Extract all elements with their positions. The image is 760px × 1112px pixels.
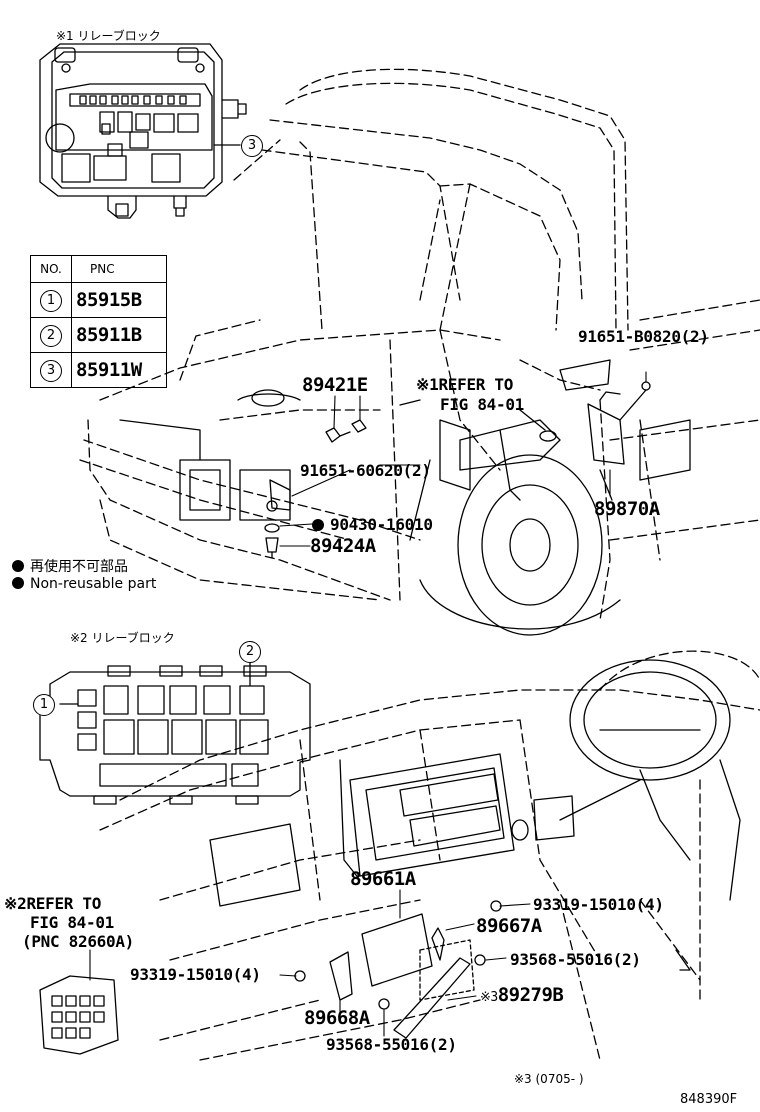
- label-refer1-line2: FIG 84-01: [440, 395, 524, 414]
- label-90430-16010: 90430-16010: [312, 516, 433, 534]
- pnc-table: NO. PNC 1 85915B 2 85911B 3 85911W: [30, 255, 167, 388]
- label-refer2-line3: (PNC 82660A): [22, 932, 134, 951]
- relay-block-1-caption: ※1 リレーブロック: [56, 29, 161, 43]
- non-reusable-icon: [312, 519, 324, 531]
- label-89870a: 89870A: [594, 498, 660, 520]
- legend-en-text: Non-reusable part: [30, 576, 157, 592]
- label-89668a: 89668A: [304, 1007, 370, 1029]
- row-pnc: 85915B: [71, 282, 167, 318]
- bullet-icon: [12, 560, 24, 572]
- legend-en: Non-reusable part: [12, 576, 156, 592]
- label-91651-b0820: 91651-B0820(2): [578, 327, 709, 346]
- row-number: 3: [40, 359, 62, 382]
- label-refer1-line1: ※1REFER TO: [416, 375, 514, 394]
- pnc-table-header: NO. PNC: [30, 255, 167, 283]
- row-number: 1: [40, 289, 62, 312]
- relay-block-2-drawing: [39, 659, 311, 805]
- relay-block-2-callout-2: 2: [239, 641, 261, 663]
- table-row: 3 85911W: [30, 352, 167, 388]
- header-pnc: PNC: [71, 255, 167, 283]
- legend-jp: 再使用不可部品: [12, 556, 128, 576]
- row-pnc: 85911B: [71, 317, 167, 353]
- label-89279b-mark: ※3: [480, 990, 498, 1005]
- legend-jp-text: 再使用不可部品: [30, 559, 128, 575]
- row-number: 2: [40, 324, 62, 347]
- figure-id: 848390F: [680, 1092, 738, 1107]
- relay-block-2-callout-1: 1: [33, 694, 55, 716]
- relay-block-1-drawing: [39, 43, 247, 219]
- table-row: 1 85915B: [30, 282, 167, 318]
- label-93568-55016-right: 93568-55016(2): [510, 950, 641, 969]
- label-93568-55016-bottom: 93568-55016(2): [326, 1035, 457, 1054]
- truck-details-drawing: [119, 359, 691, 636]
- label-89667a: 89667A: [476, 915, 542, 937]
- table-row: 2 85911B: [30, 317, 167, 353]
- relay-block-1-callout: 3: [241, 135, 263, 157]
- relay-block-2-caption: ※2 リレーブロック: [70, 631, 175, 645]
- leaders-top: [279, 371, 647, 547]
- footnote: ※3 (0705- ): [514, 1072, 584, 1086]
- truck-body-drawing: [79, 68, 760, 621]
- bullet-icon: [12, 577, 24, 589]
- label-89424a: 89424A: [310, 535, 376, 557]
- label-90430-text: 90430-16010: [330, 515, 433, 534]
- leaders-bottom: [89, 889, 531, 1037]
- label-refer2-line2: FIG 84-01: [30, 913, 114, 932]
- header-no: NO.: [30, 255, 72, 283]
- label-93319-15010-left: 93319-15010(4): [130, 965, 261, 984]
- dashboard-drawing: [99, 650, 760, 1061]
- label-89661a: 89661A: [350, 868, 416, 890]
- label-refer2-line1: ※2REFER TO: [4, 894, 102, 913]
- row-pnc: 85911W: [71, 352, 167, 388]
- label-89279b: ※389279B: [480, 984, 564, 1007]
- label-89279b-text: 89279B: [497, 984, 564, 1006]
- label-93319-15010-right: 93319-15010(4): [533, 895, 664, 914]
- label-91651-60620: 91651-60620(2): [300, 461, 431, 480]
- label-89421e: 89421E: [302, 374, 368, 396]
- dashboard-details-drawing: [39, 659, 741, 1055]
